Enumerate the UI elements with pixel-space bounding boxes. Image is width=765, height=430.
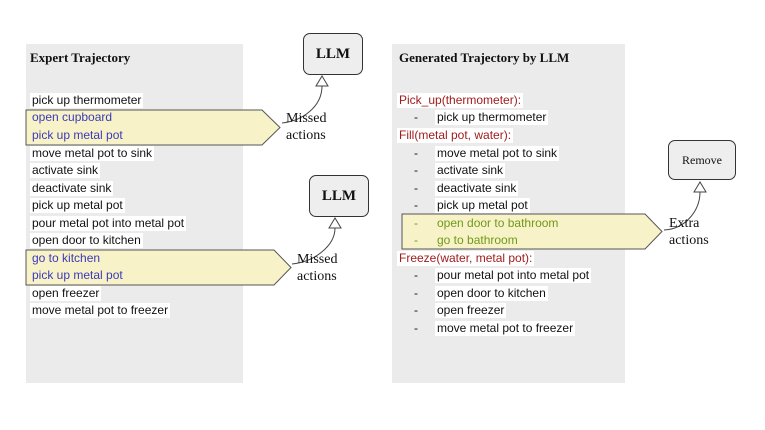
generated-step: pour metal pot into metal pot — [435, 268, 592, 283]
step-bullet: - — [414, 163, 418, 177]
generated-step: pick up metal pot — [435, 198, 530, 213]
missed-highlight-1 — [25, 109, 281, 146]
generated-step: move metal pot to freezer — [435, 321, 576, 336]
missed-actions-label-2: Missed actions — [297, 252, 338, 284]
step-bullet: - — [414, 321, 418, 335]
step-bullet: - — [414, 268, 418, 282]
expert-step: pick up metal pot — [30, 198, 125, 213]
generated-step: activate sink — [435, 163, 506, 178]
llm-box-bottom: LLM — [309, 175, 369, 217]
expert-step: move metal pot to freezer — [30, 303, 171, 318]
generated-step: open freezer — [435, 303, 507, 318]
arrow-missed-to-llm-1 — [281, 85, 323, 124]
expert-step-missed: pick up metal pot — [32, 268, 123, 282]
expert-step: open freezer — [30, 286, 102, 301]
expert-step-missed: pick up metal pot — [32, 128, 123, 142]
generated-step: deactivate sink — [435, 181, 519, 196]
expert-step-missed: open cupboard — [32, 110, 113, 124]
step-bullet: - — [414, 198, 418, 212]
generated-step: move metal pot to sink — [435, 146, 560, 161]
expert-trajectory-title: Expert Trajectory — [30, 50, 131, 65]
arrowhead-llm-1 — [315, 75, 329, 87]
generated-step: pick up thermometer — [435, 110, 549, 125]
expert-step: pour metal pot into metal pot — [30, 216, 187, 231]
missed-highlight-2 — [25, 249, 292, 286]
generated-step-extra: open door to bathroom — [437, 216, 559, 230]
expert-step: move metal pot to sink — [30, 146, 155, 161]
expert-step-missed: go to kitchen — [32, 251, 101, 265]
expert-step: open door to kitchen — [30, 233, 143, 248]
expert-step: pick up thermometer — [30, 93, 144, 108]
step-bullet: - — [414, 110, 418, 124]
missed-actions-label-1: Missed actions — [286, 111, 327, 143]
generated-step: open door to kitchen — [435, 286, 548, 301]
remove-box: Remove — [668, 140, 736, 180]
step-bullet: - — [414, 181, 418, 195]
extra-actions-label: Extra actions — [669, 216, 709, 248]
step-bullet-extra: - — [414, 233, 418, 247]
llm-box-top: LLM — [303, 33, 363, 75]
function-label: Pick_up(thermometer): — [397, 93, 524, 108]
arrow-missed-to-llm-2 — [291, 227, 336, 265]
arrow-extra-to-remove — [663, 191, 701, 231]
arrowhead-llm-2 — [328, 217, 342, 229]
generated-step-extra: go to bathroom — [437, 233, 518, 247]
function-label: Fill(metal pot, water): — [397, 128, 514, 143]
step-bullet: - — [414, 303, 418, 317]
generated-trajectory-title: Generated Trajectory by LLM — [399, 50, 570, 65]
function-label: Freeze(water, metal pot): — [397, 251, 535, 266]
step-bullet-extra: - — [414, 216, 418, 230]
arrowhead-remove — [693, 181, 707, 193]
step-bullet: - — [414, 146, 418, 160]
step-bullet: - — [414, 286, 418, 300]
extra-highlight — [401, 213, 663, 250]
expert-step: activate sink — [30, 163, 101, 178]
expert-step: deactivate sink — [30, 181, 114, 196]
